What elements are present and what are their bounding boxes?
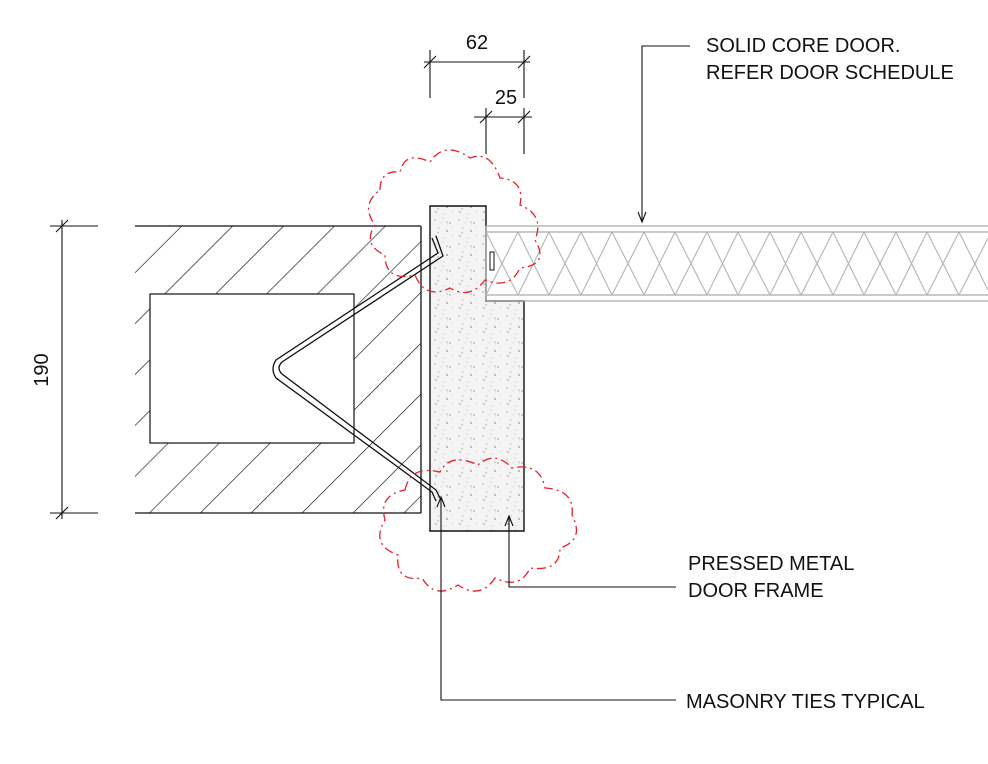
label-door-line1: SOLID CORE DOOR. bbox=[706, 35, 900, 57]
leader-door bbox=[637, 45, 690, 224]
dimension-190-text: 190 bbox=[31, 353, 53, 386]
revision-cloud-bottom bbox=[379, 457, 578, 592]
revision-cloud-top bbox=[368, 149, 541, 294]
dimension-25 bbox=[474, 108, 532, 154]
label-frame-line2: DOOR FRAME bbox=[688, 580, 824, 602]
masonry-wall bbox=[135, 225, 422, 514]
label-masonry-ties: MASONRY TIES TYPICAL bbox=[686, 691, 925, 713]
dimension-62 bbox=[423, 50, 531, 98]
dimension-25-text: 25 bbox=[495, 87, 517, 109]
dimension-190 bbox=[50, 219, 98, 520]
label-door-line2: REFER DOOR SCHEDULE bbox=[706, 62, 954, 84]
label-frame-line1: PRESSED METAL bbox=[688, 553, 854, 575]
leader-ties bbox=[436, 495, 676, 701]
leader-frame bbox=[504, 514, 676, 588]
frame-stop-detail bbox=[489, 251, 495, 271]
masonry-core-void bbox=[149, 293, 355, 444]
pressed-metal-door-frame bbox=[429, 205, 525, 532]
masonry-tie bbox=[272, 235, 444, 502]
dimension-62-text: 62 bbox=[466, 32, 488, 54]
solid-core-door bbox=[485, 225, 988, 302]
